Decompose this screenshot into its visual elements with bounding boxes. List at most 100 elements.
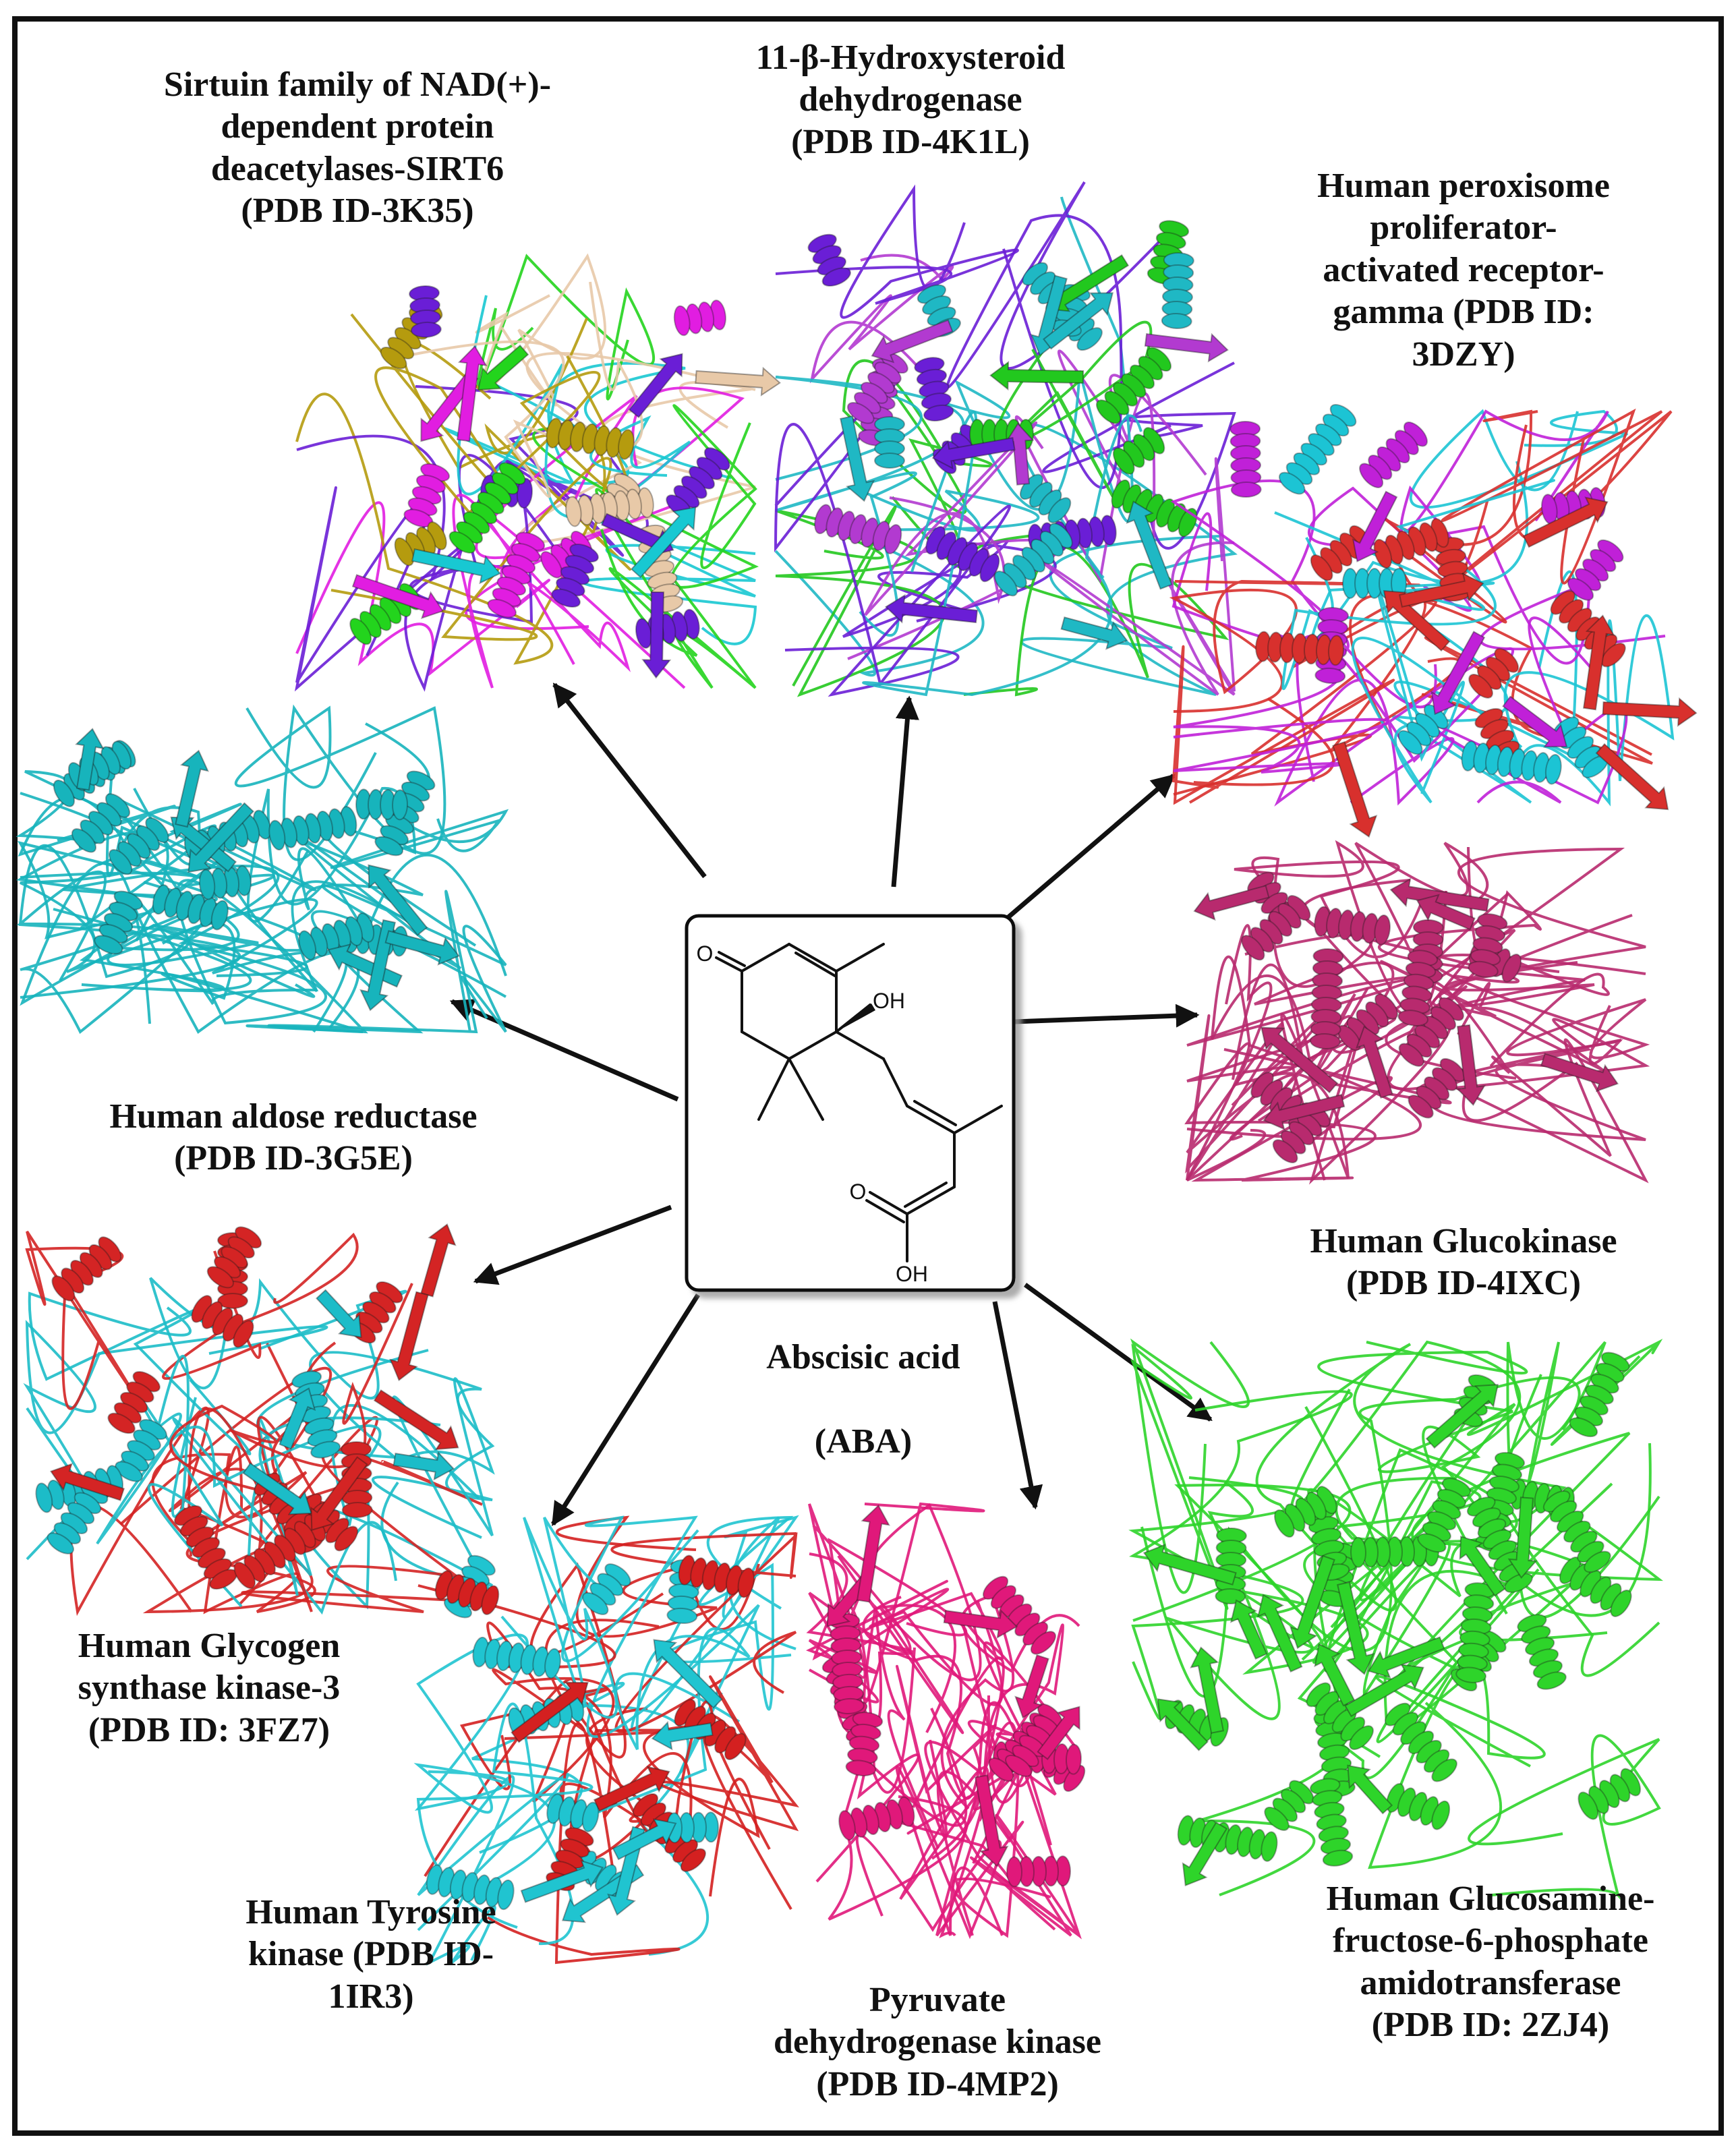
- helix-turn: [1261, 1831, 1278, 1862]
- helix-turn: [1272, 1139, 1298, 1163]
- helix: [1373, 518, 1449, 569]
- helix-turn: [834, 1697, 865, 1714]
- protein-loop: [1368, 1660, 1546, 1869]
- protein-loop: [26, 1412, 441, 1561]
- protein-loop: [1173, 633, 1389, 774]
- protein-loop: [970, 1739, 1082, 1940]
- protein-loop: [119, 1367, 332, 1540]
- beta-strand: [1398, 573, 1484, 608]
- helix: [355, 788, 409, 821]
- helix-turn: [1215, 1588, 1246, 1604]
- beta-strand: [651, 1720, 714, 1751]
- beta-strand: [628, 353, 683, 419]
- beta-strand: [420, 1223, 457, 1298]
- helix-turn: [1359, 463, 1384, 488]
- helix-turn: [206, 1266, 234, 1289]
- label-aldose: Human aldose reductase (PDB ID-3G5E): [109, 1097, 478, 1178]
- beta-strand: [1263, 1094, 1346, 1131]
- protein-loop: [1312, 1339, 1663, 1664]
- protein-loop: [475, 253, 607, 407]
- beta-strand: [1522, 496, 1609, 548]
- protein-loop: [1171, 645, 1395, 805]
- beta-strand: [310, 1456, 368, 1532]
- protein-loop: [1186, 955, 1452, 1141]
- protein-loop: [1317, 1341, 1528, 1615]
- helix: [1455, 1582, 1496, 1683]
- helix-turn: [1600, 643, 1626, 668]
- helix: [1578, 1768, 1642, 1820]
- beta-strand: [884, 593, 979, 624]
- helix: [107, 1370, 161, 1434]
- protein-loop: [16, 844, 241, 999]
- beta-strand: [1314, 1643, 1356, 1707]
- helix-turn: [1417, 1533, 1447, 1553]
- helix-turn: [394, 537, 415, 566]
- beta-strand: [520, 1859, 604, 1903]
- beta-strand: [1337, 1581, 1375, 1675]
- protein-loop: [1130, 1338, 1250, 1610]
- helix-turn: [487, 598, 517, 618]
- beta-strand: [1043, 292, 1114, 350]
- beta-strand: [1144, 332, 1229, 363]
- helix-turn: [1408, 1095, 1434, 1119]
- helix-turn: [1578, 1791, 1599, 1820]
- protein-gfat: [1128, 1338, 1664, 1900]
- helix: [666, 1811, 719, 1844]
- helix: [1342, 568, 1407, 599]
- protein-loop: [53, 861, 252, 993]
- label-gsk3: Human Glycogen synthase kinase-3 (PDB ID…: [78, 1627, 341, 1749]
- beta-strand: [1229, 1599, 1268, 1660]
- helix-turn: [884, 524, 902, 554]
- helix: [846, 351, 908, 424]
- beta-strand: [1582, 614, 1615, 711]
- protein-loop: [1308, 486, 1666, 665]
- helix-turn: [380, 347, 407, 370]
- beta-strand: [1416, 894, 1476, 931]
- helix: [917, 284, 961, 337]
- beta-strand: [477, 344, 529, 391]
- beta-strand: [1332, 740, 1378, 838]
- beta-strand: [1507, 1496, 1538, 1579]
- hydroxyl-label: OH: [873, 989, 905, 1013]
- helix-turn: [551, 588, 581, 608]
- arrow-to-pdk: [992, 1301, 1043, 1510]
- protein-loop: [967, 1641, 1080, 1804]
- helix-turn: [1047, 497, 1072, 523]
- protein-loop: [610, 1532, 798, 1733]
- helix-turn: [874, 453, 905, 469]
- helix-turn: [1337, 1024, 1361, 1051]
- helix: [1309, 948, 1344, 1049]
- protein-loop: [1351, 580, 1523, 804]
- helix-turn: [1468, 960, 1499, 979]
- helix: [925, 525, 1000, 583]
- protein-loop: [862, 411, 1142, 697]
- helix-turn: [108, 848, 133, 875]
- helix-turn: [1455, 1666, 1487, 1683]
- helix-turn: [1544, 753, 1562, 785]
- protein-loop: [131, 880, 419, 1034]
- keto-oxygen-label: O: [697, 941, 714, 966]
- helix-turn: [341, 1501, 373, 1518]
- beta-strand: [175, 749, 209, 828]
- protein-loop: [1423, 616, 1628, 805]
- beta-strand: [1261, 1026, 1339, 1094]
- protein-structures: [16, 181, 1698, 1966]
- helix: [1255, 631, 1344, 666]
- helix: [1241, 895, 1311, 961]
- helix-turn: [268, 819, 286, 851]
- helix: [191, 1295, 254, 1348]
- helix-turn: [1397, 730, 1423, 755]
- protein-loop: [775, 376, 965, 637]
- protein-loop: [1173, 595, 1462, 796]
- protein-loop: [1468, 1734, 1661, 1900]
- protein-loop: [500, 1516, 618, 1719]
- helix: [1386, 1782, 1451, 1830]
- helix-turn: [1431, 1758, 1457, 1782]
- helix-turn: [1065, 1743, 1082, 1775]
- helix: [1161, 252, 1194, 329]
- protein-loop: [1314, 985, 1579, 1122]
- helix-turn: [1350, 1536, 1367, 1568]
- arrow-to-gsk3: [473, 1204, 672, 1285]
- helix: [1550, 590, 1626, 668]
